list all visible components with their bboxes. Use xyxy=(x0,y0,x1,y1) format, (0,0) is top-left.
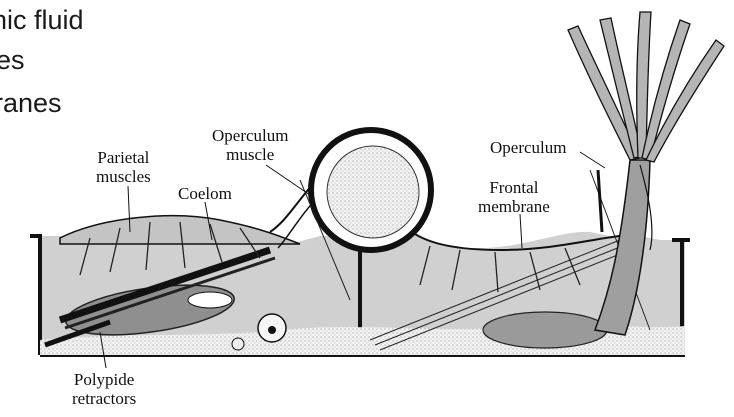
slide-text-line-3: ranes xyxy=(0,88,62,118)
slide-text-line-2: es xyxy=(0,45,25,75)
label-operculum-muscle-line-1: Operculum xyxy=(212,126,289,145)
label-polypide-retractors: Polypide retractors xyxy=(72,370,136,408)
label-parietal-muscles-line-1: Parietal xyxy=(97,148,150,167)
parietal-muscle-strands xyxy=(79,221,581,293)
label-frontal-membrane: Frontal membrane xyxy=(478,178,550,216)
label-operculum-muscle: Operculum muscle xyxy=(212,126,288,164)
ovicell xyxy=(308,127,434,253)
label-polypide-retractors-line-1: Polypide xyxy=(73,370,135,389)
label-frontal-membrane-line-1: Frontal xyxy=(489,178,539,197)
label-coelom: Coelom xyxy=(178,184,232,203)
extended-polypide xyxy=(567,11,725,336)
label-operculum-muscle-line-2: muscle xyxy=(226,145,275,164)
label-parietal-muscles: Parietal muscles xyxy=(96,148,151,186)
label-parietal-muscles-line-2: muscles xyxy=(96,167,151,186)
label-frontal-membrane-line-2: membrane xyxy=(478,197,550,216)
retracted-polypide xyxy=(44,246,287,351)
gut xyxy=(482,311,608,349)
slide-text-line-1: nic fluid xyxy=(0,5,84,35)
label-operculum: Operculum xyxy=(490,138,567,157)
label-polypide-retractors-line-2: retractors xyxy=(72,389,137,408)
